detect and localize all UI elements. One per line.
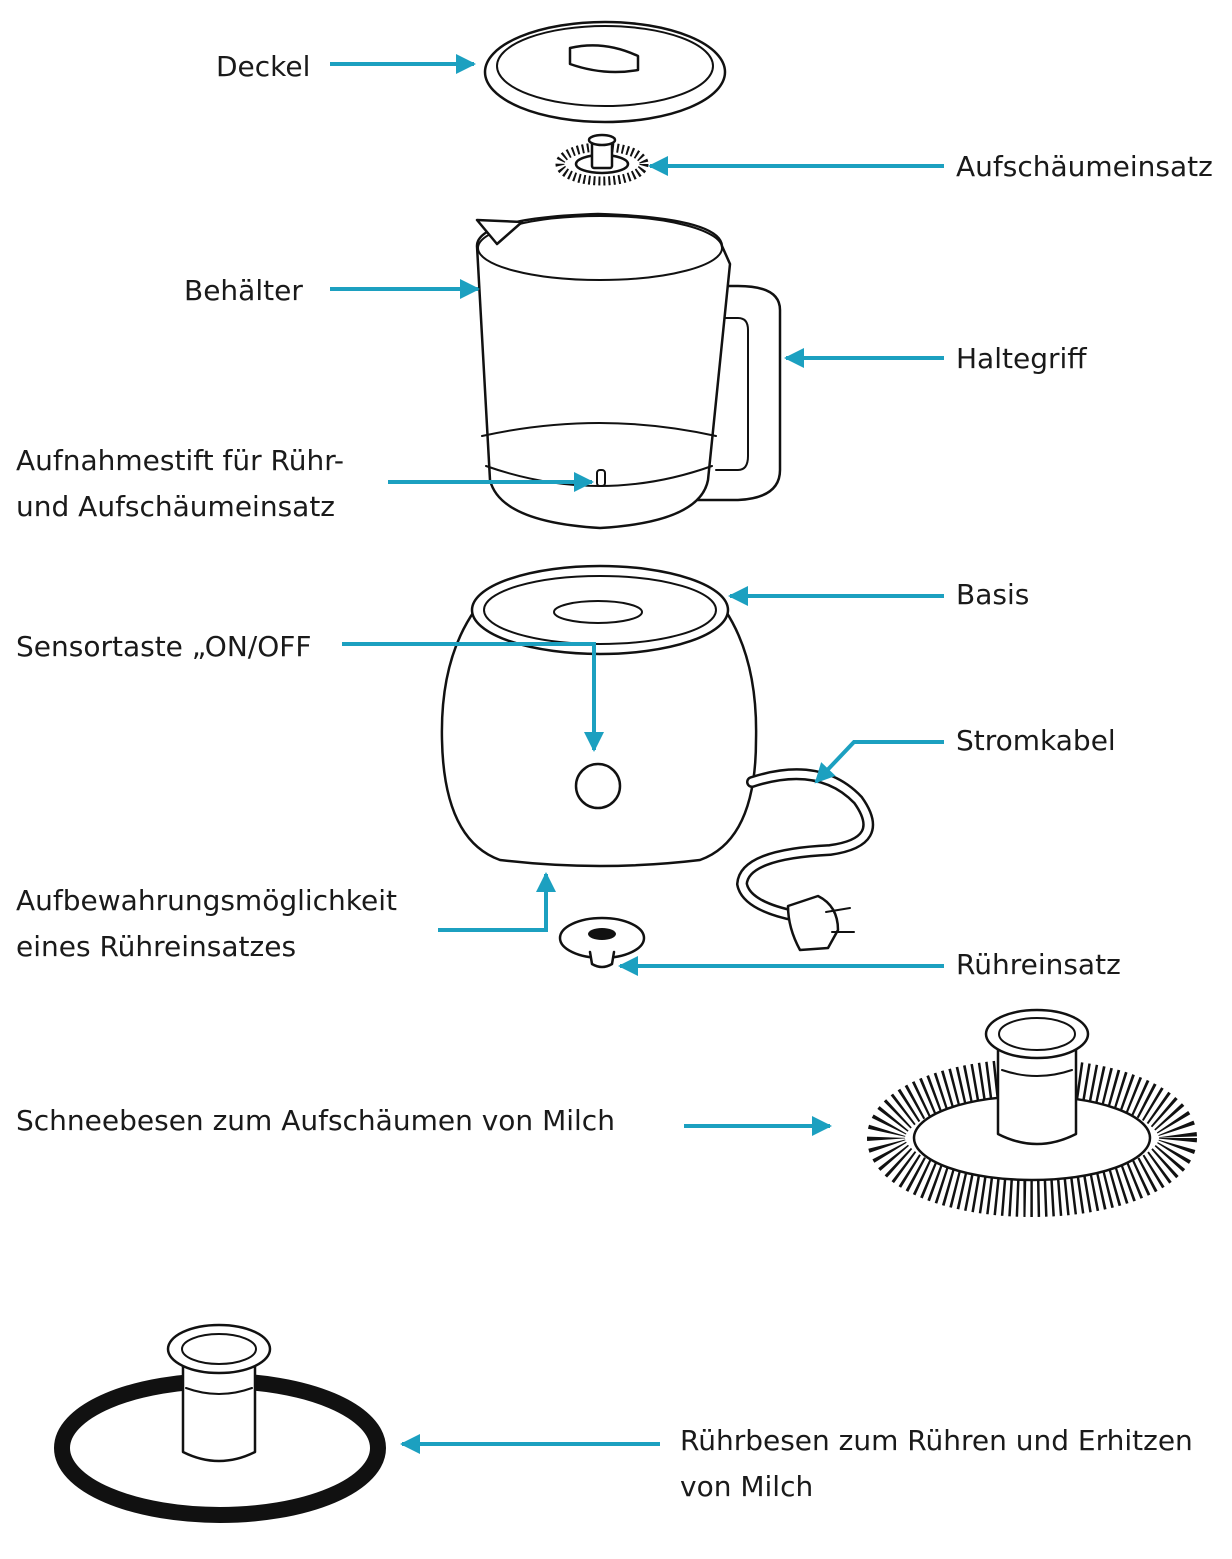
label-behaelter: Behälter [184, 274, 303, 307]
label-aufschaeumeinsatz: Aufschäumeinsatz [956, 150, 1213, 183]
label-ruehrbesen-line-2: von Milch [680, 1470, 814, 1503]
label-haltegriff: Haltegriff [956, 342, 1087, 375]
label-stromkabel: Stromkabel [956, 724, 1116, 757]
power-cable-illustration [735, 768, 875, 952]
label-ruehrbesen-line-1: Rührbesen zum Rühren und Erhitzen [680, 1424, 1193, 1457]
label-schneebesen: Schneebesen zum Aufschäumen von Milch [16, 1104, 615, 1137]
label-aufbewahrung-line-2: eines Rühreinsatzes [16, 930, 297, 963]
label-aufnahmestift: Aufnahmestift für Rühr- und Aufschäumein… [16, 438, 344, 530]
arrow-sensortaste [342, 642, 604, 752]
label-aufbewahrung: Aufbewahrungsmöglichkeit eines Rühreinsa… [16, 878, 397, 970]
label-deckel: Deckel [216, 50, 311, 83]
leader-arrows [330, 54, 944, 1454]
whisk-illustration [867, 1008, 1197, 1217]
stirrer-illustration [54, 1323, 386, 1523]
base-illustration [440, 564, 758, 868]
frothing-insert-small-illustration [555, 133, 649, 186]
stirring-insert-small-illustration [558, 916, 646, 969]
label-aufnahmestift-line-2: und Aufschäumeinsatz [16, 490, 336, 523]
label-aufnahmestift-line-1: Aufnahmestift für Rühr- [16, 444, 345, 477]
label-basis: Basis [956, 578, 1030, 611]
arrow-aufbewahrung [438, 872, 556, 932]
label-ruehreinsatz: Rühreinsatz [956, 948, 1121, 981]
label-ruehrbesen: Rührbesen zum Rühren und Erhitzen von Mi… [680, 1418, 1193, 1510]
label-sensortaste: Sensortaste „ON/OFF [16, 630, 312, 663]
lid-illustration [483, 20, 727, 124]
arrow-stromkabel [814, 740, 944, 784]
jug-illustration [475, 212, 782, 530]
label-aufbewahrung-line-1: Aufbewahrungsmöglichkeit [16, 884, 398, 917]
